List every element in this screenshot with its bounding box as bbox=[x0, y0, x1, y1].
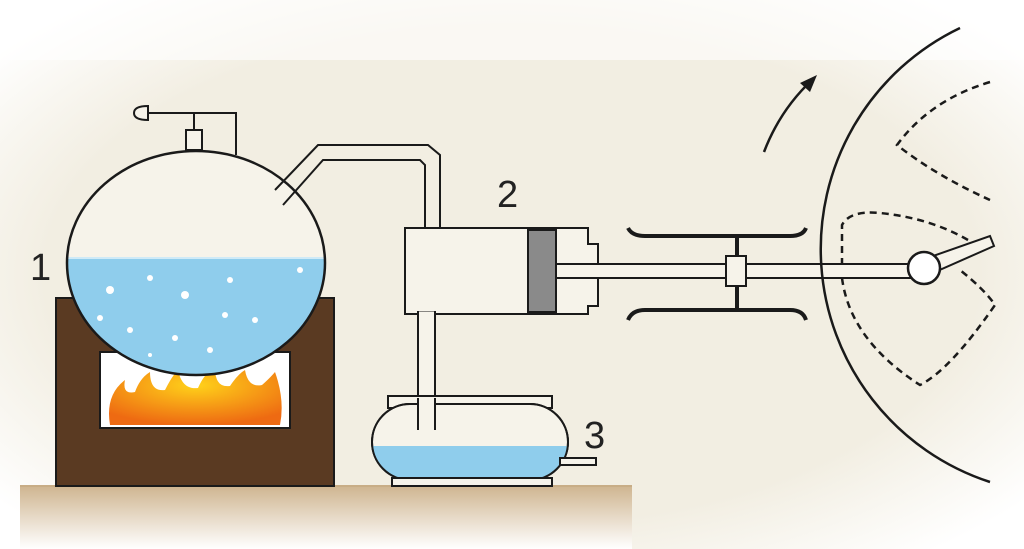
steam-pipe bbox=[274, 144, 441, 232]
label-cylinder: 2 bbox=[497, 174, 518, 216]
safety-valve bbox=[132, 104, 237, 155]
crank-pin bbox=[906, 250, 942, 286]
steam-bubbles bbox=[97, 267, 303, 357]
dashed-spoke bbox=[840, 211, 969, 265]
condenser bbox=[371, 395, 597, 487]
crosshead-guides bbox=[626, 226, 808, 321]
outlet-pipe bbox=[559, 457, 597, 466]
label-boiler: 1 bbox=[30, 247, 51, 289]
crosshead bbox=[725, 255, 747, 287]
piston bbox=[527, 229, 557, 313]
condenser-water bbox=[372, 446, 568, 480]
dashed-spoke bbox=[840, 269, 997, 387]
dashed-spoke bbox=[895, 80, 991, 202]
flame-icon bbox=[109, 368, 282, 425]
ground bbox=[20, 486, 632, 549]
flywheel bbox=[762, 26, 997, 484]
label-condenser: 3 bbox=[584, 415, 605, 457]
